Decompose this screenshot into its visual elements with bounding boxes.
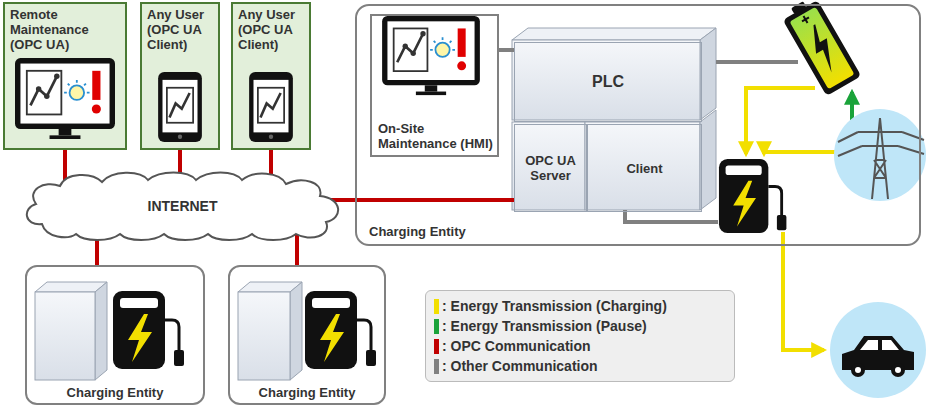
hmi-box: On-Site Maintenance (HMI) (370, 14, 499, 157)
user-box: Any User (OPC UA Client) (140, 2, 220, 150)
user-box: Remote Maintenance (OPC UA) (3, 2, 127, 150)
plc-block: PLC (514, 42, 702, 122)
internet-cloud: INTERNET (20, 170, 345, 242)
legend-swatch (434, 299, 439, 314)
charging-entity: Charging Entity On-Site Maintenance (HMI)… (355, 4, 921, 246)
node-label: Charging Entity (259, 385, 356, 400)
legend-swatch (434, 339, 439, 354)
legend-label: : OPC Communication (442, 338, 591, 354)
node-label: On-Site Maintenance (HMI) (378, 121, 493, 151)
node-label: INTERNET (148, 199, 218, 214)
legend-label: : Other Communication (442, 358, 598, 374)
car-circle (830, 302, 926, 398)
power-grid-circle (834, 109, 926, 201)
legend-label: : Energy Transmission (Pause) (442, 318, 647, 334)
legend-row: : Other Communication (434, 356, 726, 376)
legend-label: : Energy Transmission (Charging) (442, 298, 667, 314)
box-fills (3, 2, 921, 405)
node-label: Charging Entity (369, 224, 466, 239)
node-label: OPC UA Server (517, 153, 584, 183)
legend-row: : Energy Transmission (Charging) (434, 296, 726, 316)
node-label: Client (626, 161, 662, 176)
node-label: Charging Entity (67, 385, 164, 400)
charging-entity: Charging Entity (228, 265, 386, 405)
client-block: Client (587, 124, 702, 212)
node-label: Any User (OPC UA Client) (147, 7, 213, 52)
connector (499, 48, 514, 52)
battery (780, 0, 862, 96)
charging-entity: Charging Entity (25, 265, 205, 405)
node-label: Any User (OPC UA Client) (238, 7, 304, 52)
legend-swatch (434, 319, 439, 334)
legend-row: : OPC Communication (434, 336, 726, 356)
node-label: Remote Maintenance (OPC UA) (10, 7, 120, 52)
cloud-shape (27, 173, 338, 241)
user-box: Any User (OPC UA Client) (231, 2, 311, 150)
connector (331, 198, 514, 202)
node-label: PLC (592, 73, 624, 91)
legend-box: : Energy Transmission (Charging) : Energy… (425, 290, 735, 382)
legend-swatch (434, 359, 439, 374)
server-block: OPC UA Server (514, 124, 587, 212)
legend-row: : Energy Transmission (Pause) (434, 316, 726, 336)
